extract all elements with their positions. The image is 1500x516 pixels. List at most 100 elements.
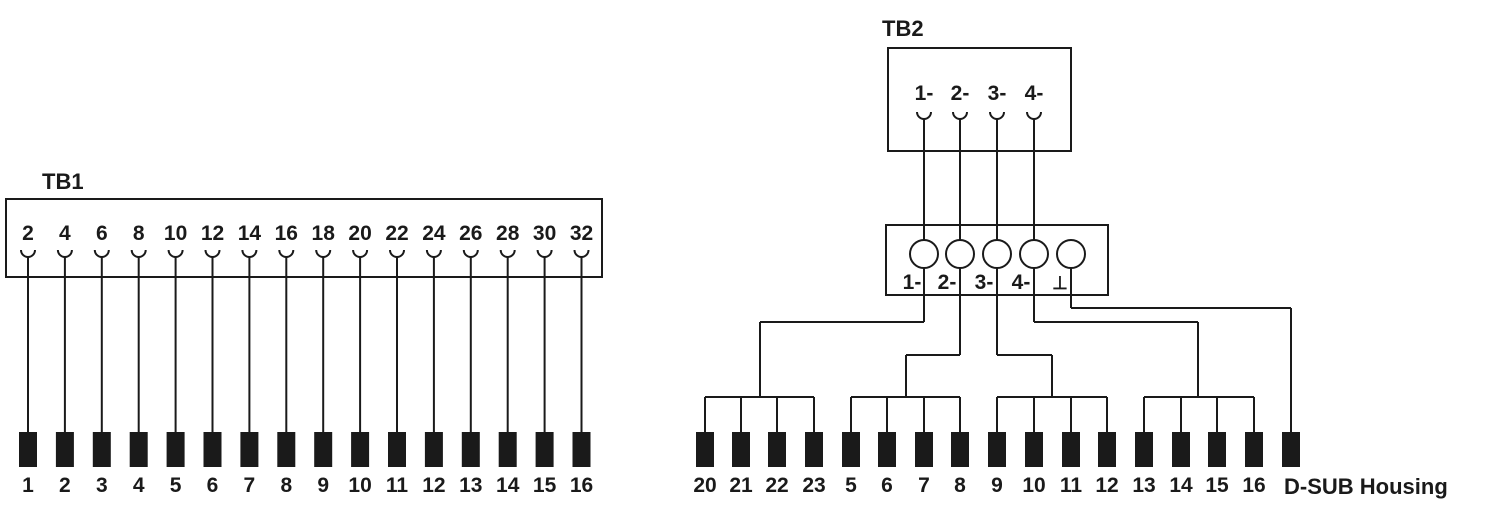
tb1-terminal-label: 28 — [496, 222, 520, 245]
dsub-pin-label: 23 — [802, 474, 825, 497]
dsub-pin-label: 9 — [991, 474, 1003, 497]
tb1-pin-label: 10 — [348, 474, 371, 497]
distributor-label: ⊥ — [1052, 273, 1068, 293]
connector-pin-icon — [1135, 432, 1153, 467]
distributor-terminal-icon — [945, 239, 975, 269]
tb1-pin-label: 7 — [244, 474, 256, 497]
dsub-pin-label: 20 — [693, 474, 716, 497]
connector-pin-icon — [166, 432, 185, 467]
dsub-pin-label: 8 — [954, 474, 966, 497]
terminal-clamp-icon — [1026, 111, 1042, 120]
dsub-pin-label: 16 — [1242, 474, 1265, 497]
distributor-terminal-icon — [1019, 239, 1049, 269]
connector-pin-icon — [498, 432, 517, 467]
tb1-pin-label: 15 — [533, 474, 557, 497]
connector-pin-icon — [55, 432, 74, 467]
terminal-clamp-icon — [499, 249, 516, 258]
connector-pin-icon — [535, 432, 554, 467]
terminal-clamp-icon — [462, 249, 479, 258]
tb1-terminal-label: 22 — [385, 222, 408, 245]
terminal-clamp-icon — [315, 249, 332, 258]
dsub-pin-label: 21 — [729, 474, 753, 497]
terminal-clamp-icon — [573, 249, 590, 258]
dsub-pin-label: 6 — [881, 474, 893, 497]
tb2-block: TB2 1-2-3-4- — [882, 16, 1072, 152]
terminal-clamp-icon — [130, 249, 147, 258]
distributor-label-row: 1-2-3-4-⊥ — [903, 271, 1068, 294]
terminal-clamp-icon — [93, 249, 110, 258]
dsub-pin-label: 11 — [1060, 474, 1083, 497]
tb1-terminal-label: 10 — [164, 222, 187, 245]
tb1-terminal-label: 20 — [348, 222, 371, 245]
tb1-terminal-label: 32 — [570, 222, 593, 245]
tb1-pin-label: 4 — [133, 474, 145, 497]
tb1-pin-label: 3 — [96, 474, 108, 497]
terminal-clamp-icon — [536, 249, 553, 258]
tb1-pin-label: 11 — [386, 474, 409, 497]
terminal-clamp-icon — [916, 111, 932, 120]
connector-pin-icon — [805, 432, 823, 467]
connector-pin-icon — [129, 432, 148, 467]
tb1-terminal-label: 26 — [459, 222, 482, 245]
terminal-clamp-icon — [989, 111, 1005, 120]
distributor-label: 4- — [1012, 271, 1031, 294]
connector-pin-icon — [19, 432, 37, 467]
connector-pin-icon — [572, 432, 591, 467]
terminal-clamp-icon — [167, 249, 184, 258]
ground-terminal-icon — [1056, 239, 1086, 269]
terminal-clamp-icon — [20, 249, 36, 258]
tb1-terminal-label: 12 — [201, 222, 224, 245]
tb1-pin-label: 1 — [22, 474, 34, 497]
dsub-pin-label: 7 — [918, 474, 930, 497]
terminal-clamp-icon — [352, 249, 369, 258]
tb2-terminal-box — [887, 47, 1072, 152]
dsub-pin-label: 13 — [1132, 474, 1155, 497]
tb1-pin-label: 6 — [207, 474, 219, 497]
terminal-clamp-icon — [389, 249, 405, 258]
tb1-terminal-label: 24 — [422, 222, 446, 245]
connector-pin-icon — [988, 432, 1006, 467]
connector-pin-icon — [277, 432, 296, 467]
dsub-housing-label: D-SUB Housing — [1284, 474, 1448, 499]
terminal-clamp-icon — [952, 111, 968, 120]
distributor-terminal-icon — [909, 239, 939, 269]
distributor-label: 1- — [903, 271, 922, 294]
connector-pin-icon — [92, 432, 111, 467]
connector-pin-icon — [768, 432, 786, 467]
connector-pin-icon — [1245, 432, 1263, 467]
terminal-clamp-icon — [278, 249, 295, 258]
tb2-title: TB2 — [882, 16, 924, 41]
tb2-terminal-row: 1-2-3-4- — [915, 82, 1043, 120]
tb1-terminal-label: 6 — [96, 222, 108, 245]
tb2-terminal-label: 2- — [951, 82, 970, 105]
terminal-clamp-icon — [56, 249, 73, 258]
tb1-terminal-label: 2 — [22, 222, 34, 245]
dsub-pin-label: 22 — [765, 474, 788, 497]
distributor-label: 2- — [938, 271, 957, 294]
connector-pin-icon — [1098, 432, 1116, 467]
distributor-ring-row — [909, 239, 1086, 269]
housing-pin-icon — [1282, 432, 1300, 467]
tb1-pin-label: 8 — [280, 474, 292, 497]
connector-pin-icon — [314, 432, 333, 467]
terminal-clamp-icon — [425, 249, 442, 258]
tb1-terminal-box — [5, 198, 603, 278]
dsub-pin-label: 12 — [1095, 474, 1118, 497]
tb1-terminal-label: 16 — [275, 222, 298, 245]
dsub-pin-label: 5 — [845, 474, 857, 497]
connector-pin-icon — [388, 432, 406, 467]
tb1-pin-label: 9 — [317, 474, 329, 497]
tb2-to-distributor-wires — [923, 119, 1035, 240]
tb1-terminal-label: 4 — [59, 222, 71, 245]
tb1-terminal-label: 30 — [533, 222, 556, 245]
distributor-terminal-icon — [982, 239, 1012, 269]
tb1-pin-label: 2 — [59, 474, 71, 497]
connector-pin-icon — [1208, 432, 1226, 467]
tb1-pin-label: 16 — [570, 474, 593, 497]
connector-pin-icon — [1172, 432, 1190, 467]
